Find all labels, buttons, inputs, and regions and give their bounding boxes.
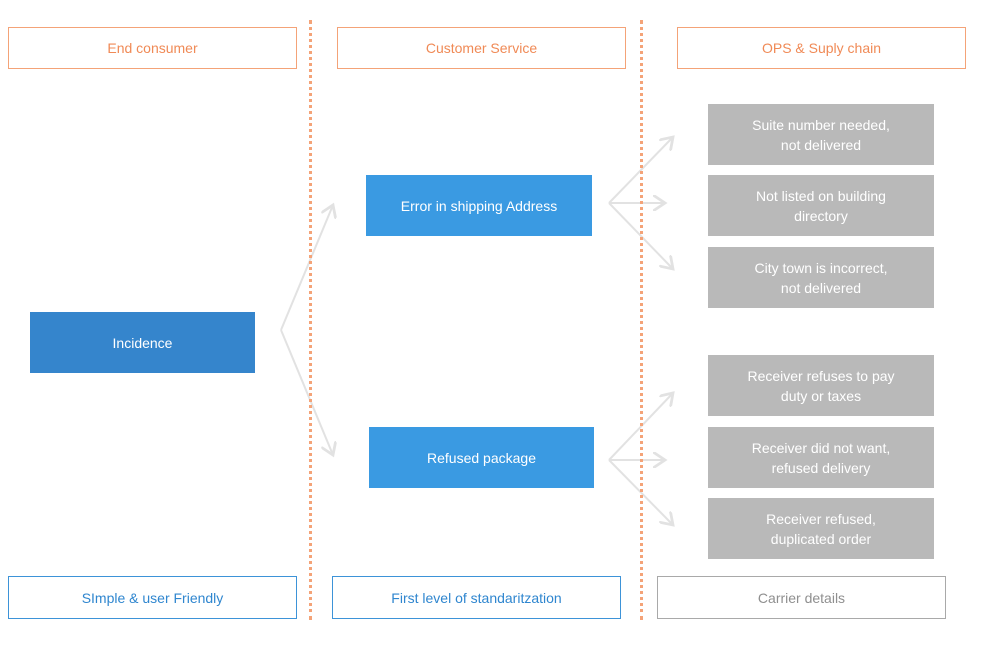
header-ops-supply-chain: OPS & Suply chain <box>677 27 966 69</box>
arrow-to-refused-package <box>280 329 333 455</box>
detail-line: Suite number needed, <box>752 116 890 133</box>
detail-line: Receiver refuses to pay <box>747 367 895 384</box>
detail-building-directory: Not listed on building directory <box>708 175 934 236</box>
footer-simple-user-friendly: SImple & user Friendly <box>8 576 297 619</box>
detail-line: not delivered <box>780 279 862 296</box>
detail-suite-number: Suite number needed, not delivered <box>708 104 934 165</box>
detail-did-not-want: Receiver did not want, refused delivery <box>708 427 934 488</box>
detail-line: Not listed on building <box>756 187 886 204</box>
detail-line: duplicated order <box>770 530 872 547</box>
header-customer-service: Customer Service <box>337 27 626 69</box>
detail-city-town: City town is incorrect, not delivered <box>708 247 934 308</box>
detail-line: Receiver refused, <box>766 510 876 527</box>
detail-refuses-duty: Receiver refuses to pay duty or taxes <box>708 355 934 416</box>
detail-line: Receiver did not want, <box>751 439 891 456</box>
category-refused-package: Refused package <box>369 427 594 488</box>
column-divider-2 <box>640 20 643 620</box>
category-error-shipping-address: Error in shipping Address <box>366 175 592 236</box>
detail-line: directory <box>794 207 848 224</box>
detail-line: not delivered <box>780 136 862 153</box>
detail-line: duty or taxes <box>780 387 862 404</box>
header-end-consumer: End consumer <box>8 27 297 69</box>
detail-line: refused delivery <box>771 459 871 476</box>
detail-line: City town is incorrect, <box>754 259 888 276</box>
column-divider-1 <box>309 20 312 620</box>
footer-first-level-standardization: First level of standaritzation <box>332 576 621 619</box>
footer-carrier-details: Carrier details <box>657 576 946 619</box>
incidence-node: Incidence <box>30 312 255 373</box>
arrow-to-error-address <box>280 205 333 331</box>
detail-duplicated-order: Receiver refused, duplicated order <box>708 498 934 559</box>
